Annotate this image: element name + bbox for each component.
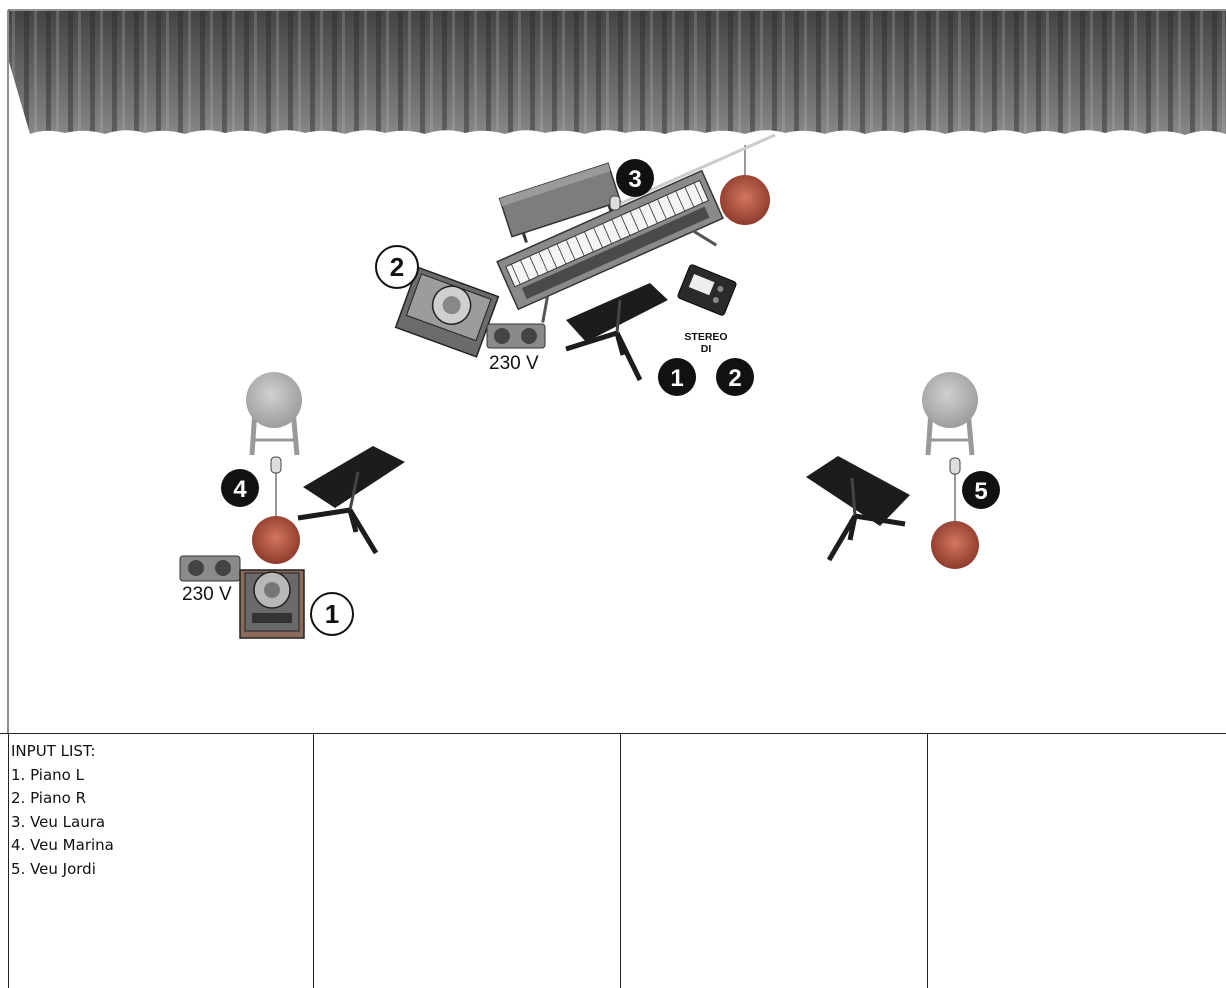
input-list-item: 5. Veu Jordi — [11, 858, 313, 882]
input-list-item: 2. Piano R — [11, 787, 313, 811]
monitor-number-1-badge: 1 — [311, 593, 353, 635]
input-list-item: 3. Veu Laura — [11, 811, 313, 835]
floor-monitor-1 — [240, 570, 304, 638]
power-label-rear: 230 V — [489, 353, 539, 374]
input-number-2: 2 — [728, 365, 741, 392]
monitor-number-2-badge: 2 — [376, 246, 418, 288]
input-badge-5: 5 — [962, 471, 1000, 509]
monitor-number-2: 2 — [390, 252, 404, 282]
input-badge-3: 3 — [616, 159, 654, 197]
input-number-4: 4 — [233, 476, 247, 503]
input-list-title: INPUT LIST: — [11, 740, 313, 764]
di-label-line1: STEREO — [684, 331, 727, 343]
input-number-1: 1 — [670, 365, 683, 392]
music-stand-right — [806, 456, 910, 560]
music-stand-left — [298, 446, 405, 553]
empty-cell — [620, 734, 927, 988]
input-badge-4: 4 — [221, 469, 259, 507]
input-badge-1: 1 — [658, 358, 696, 396]
mic-stand-left — [252, 457, 300, 564]
stereo-di-box — [677, 264, 737, 316]
input-list-item: 4. Veu Marina — [11, 834, 313, 858]
power-socket-rear — [487, 324, 545, 348]
monitor-number-1: 1 — [325, 599, 339, 629]
empty-cell — [927, 734, 1226, 988]
input-list-item: 1. Piano L — [11, 764, 313, 788]
empty-cell — [313, 734, 620, 988]
music-stand — [566, 283, 668, 380]
power-socket-front — [180, 556, 240, 581]
power-label-front: 230 V — [182, 584, 232, 605]
stool-right — [922, 372, 978, 455]
input-list-cell: INPUT LIST: 1. Piano L 2. Piano R 3. Veu… — [8, 734, 313, 988]
input-table: INPUT LIST: 1. Piano L 2. Piano R 3. Veu… — [0, 733, 1226, 988]
input-number-5: 5 — [974, 478, 987, 505]
input-number-3: 3 — [628, 166, 641, 193]
stage-curtain — [9, 11, 1226, 135]
input-badge-2: 2 — [716, 358, 754, 396]
stool-left — [246, 372, 302, 455]
di-label-line2: DI — [701, 343, 712, 355]
